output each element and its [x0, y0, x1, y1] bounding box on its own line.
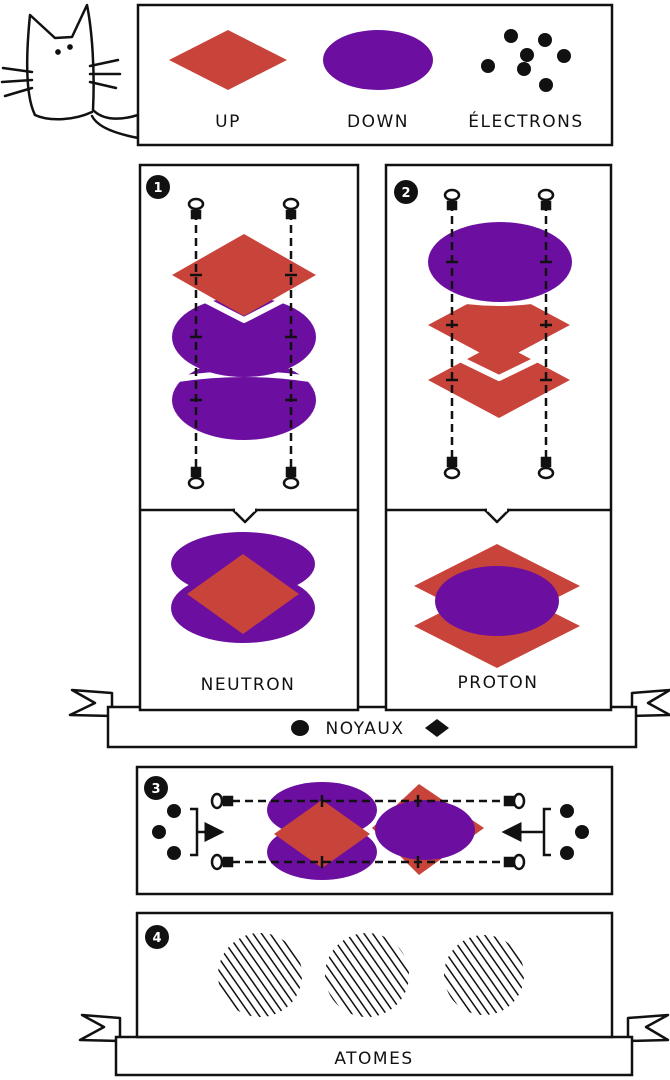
atom-icon: [325, 933, 409, 1017]
electrons-label: ÉLECTRONS: [468, 110, 583, 132]
electron-dot-icon: [152, 804, 181, 860]
electron-dot-icon: [481, 29, 571, 92]
pin-connector-icon: [210, 792, 526, 871]
electron-dot-icon: [560, 804, 589, 860]
up-quark-icon: [169, 30, 287, 90]
legend-box: UP DOWN ÉLECTRONS: [136, 3, 614, 147]
pin-connector-icon: [443, 188, 555, 480]
proton-label: PROTON: [458, 673, 539, 693]
up-quark: [428, 287, 570, 363]
neutron-label: NEUTRON: [201, 675, 296, 695]
step3-badge: [144, 776, 168, 800]
nuclei-banner: NOYAUX: [68, 688, 670, 749]
nuclei-label: NOYAUX: [326, 719, 405, 739]
atom-icon: [444, 935, 524, 1015]
arrow-icon: [501, 807, 551, 857]
step1-number: 1: [153, 181, 162, 196]
neutron-panel: 1: [138, 163, 360, 712]
step2-number: 2: [401, 186, 410, 201]
step4-number: 4: [152, 931, 161, 946]
down-label: DOWN: [347, 112, 409, 132]
atom-icon: [218, 933, 302, 1017]
up-label: UP: [215, 112, 241, 132]
step4-badge: [145, 925, 169, 949]
down-quark: [172, 297, 316, 377]
atoms-panel: 4: [135, 911, 614, 1039]
down-quark-icon: [323, 30, 433, 90]
cat-icon: [0, 3, 140, 140]
step1-badge: [146, 175, 170, 199]
proton-assembled: [414, 544, 580, 668]
down-quark: [428, 222, 572, 302]
up-quark-mini-icon: [425, 719, 449, 737]
proton-assembled: [372, 784, 484, 875]
step2-badge: [394, 180, 418, 204]
up-quark: [172, 234, 316, 316]
down-quark: [172, 360, 316, 440]
pin-connector-icon: [187, 197, 300, 490]
neutron-assembled: [171, 532, 315, 643]
arrow-icon: [190, 807, 225, 857]
step3-number: 3: [151, 782, 160, 797]
atoms-label: ATOMES: [334, 1049, 413, 1069]
neutron-assembled: [267, 782, 377, 880]
proton-panel: 2: [384, 163, 613, 712]
down-quark-stack-icon: [291, 720, 309, 736]
nucleus-assembly-panel: 3: [135, 765, 614, 896]
